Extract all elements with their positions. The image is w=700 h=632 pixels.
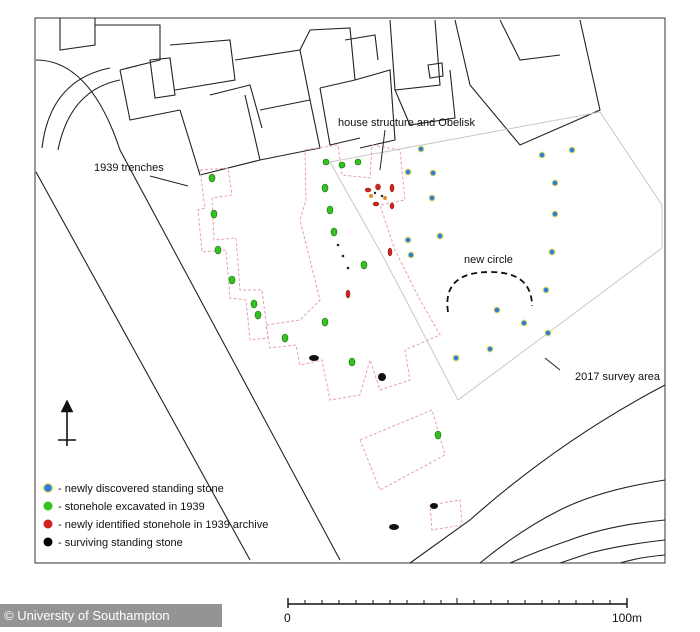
scale-bar (287, 598, 628, 608)
credit-banner: © University of Southampton (0, 604, 222, 627)
red-stone (372, 201, 380, 207)
green-stone (360, 260, 368, 270)
scale-end-label: 100m (612, 611, 642, 625)
survey-area-outline (329, 111, 663, 401)
black-stone (430, 503, 438, 509)
blue-stones (404, 145, 576, 362)
blue-stone (538, 151, 546, 159)
legend-item-black: - surviving standing stone (58, 537, 183, 549)
label-survey-area: 2017 survey area (575, 371, 661, 383)
legend-item-red: - newly identified stonehole in 1939 arc… (58, 519, 268, 531)
blue-stone (551, 210, 559, 218)
black-stone (389, 524, 399, 530)
green-stone (330, 227, 338, 237)
green-stone (210, 209, 218, 219)
green-stone (214, 245, 222, 255)
red-stone (345, 289, 351, 299)
blue-stone (493, 306, 501, 314)
legend-item-green: - stonehole excavated in 1939 (58, 501, 205, 513)
new-circle-arc (446, 271, 533, 313)
blue-stone (404, 236, 412, 244)
legend-green-icon (43, 501, 53, 511)
green-stone (228, 275, 236, 285)
legend: - newly discovered standing stone - ston… (42, 482, 268, 549)
red-stone (389, 183, 395, 193)
scale-start-label: 0 (284, 611, 291, 625)
blue-stone (542, 286, 550, 294)
green-stone (338, 161, 346, 169)
surviving-stones (309, 355, 438, 530)
blue-stone (544, 329, 552, 337)
blue-stone (486, 345, 494, 353)
green-stone (354, 158, 362, 166)
blue-stone (551, 179, 559, 187)
black-stone (309, 355, 319, 361)
label-1939-trenches: 1939 trenches (94, 162, 164, 174)
green-stone (348, 357, 356, 367)
blue-stone (568, 146, 576, 154)
blue-stone (436, 232, 444, 240)
green-stone (281, 333, 289, 343)
green-stone (321, 317, 329, 327)
green-stone (322, 158, 330, 166)
blue-stone (429, 169, 437, 177)
green-stone (250, 299, 258, 309)
legend-red-icon (43, 519, 53, 529)
red-stone (389, 202, 395, 210)
blue-stone (452, 354, 460, 362)
label-house-obelisk: house structure and Obelisk (338, 117, 475, 129)
green-stoneholes (208, 158, 442, 440)
legend-black-icon (43, 537, 53, 547)
red-stone (387, 247, 393, 257)
red-stone (375, 183, 381, 191)
north-arrow-icon (58, 399, 76, 446)
legend-blue-icon (42, 482, 54, 494)
trenches-1939 (197, 144, 463, 531)
black-stone (378, 373, 386, 381)
map-frame (34, 17, 666, 564)
green-stone (326, 205, 334, 215)
legend-item-blue: - newly discovered standing stone (58, 483, 224, 495)
blue-stone (417, 145, 425, 153)
orange-stone (369, 194, 373, 198)
green-stone (434, 430, 442, 440)
blue-stone (407, 251, 415, 259)
red-stoneholes (345, 183, 395, 299)
blue-stone (404, 168, 412, 176)
green-stone (254, 310, 262, 320)
blue-stone (520, 319, 528, 327)
green-stone (321, 183, 329, 193)
label-new-circle: new circle (464, 254, 513, 266)
red-stone (364, 187, 372, 193)
leader-lines (149, 129, 561, 371)
blue-stone (428, 194, 436, 202)
blue-stone (548, 248, 556, 256)
orange-stones (369, 194, 387, 200)
orange-stone (383, 196, 387, 200)
green-stone (208, 173, 216, 183)
small-black-dots (336, 191, 384, 270)
